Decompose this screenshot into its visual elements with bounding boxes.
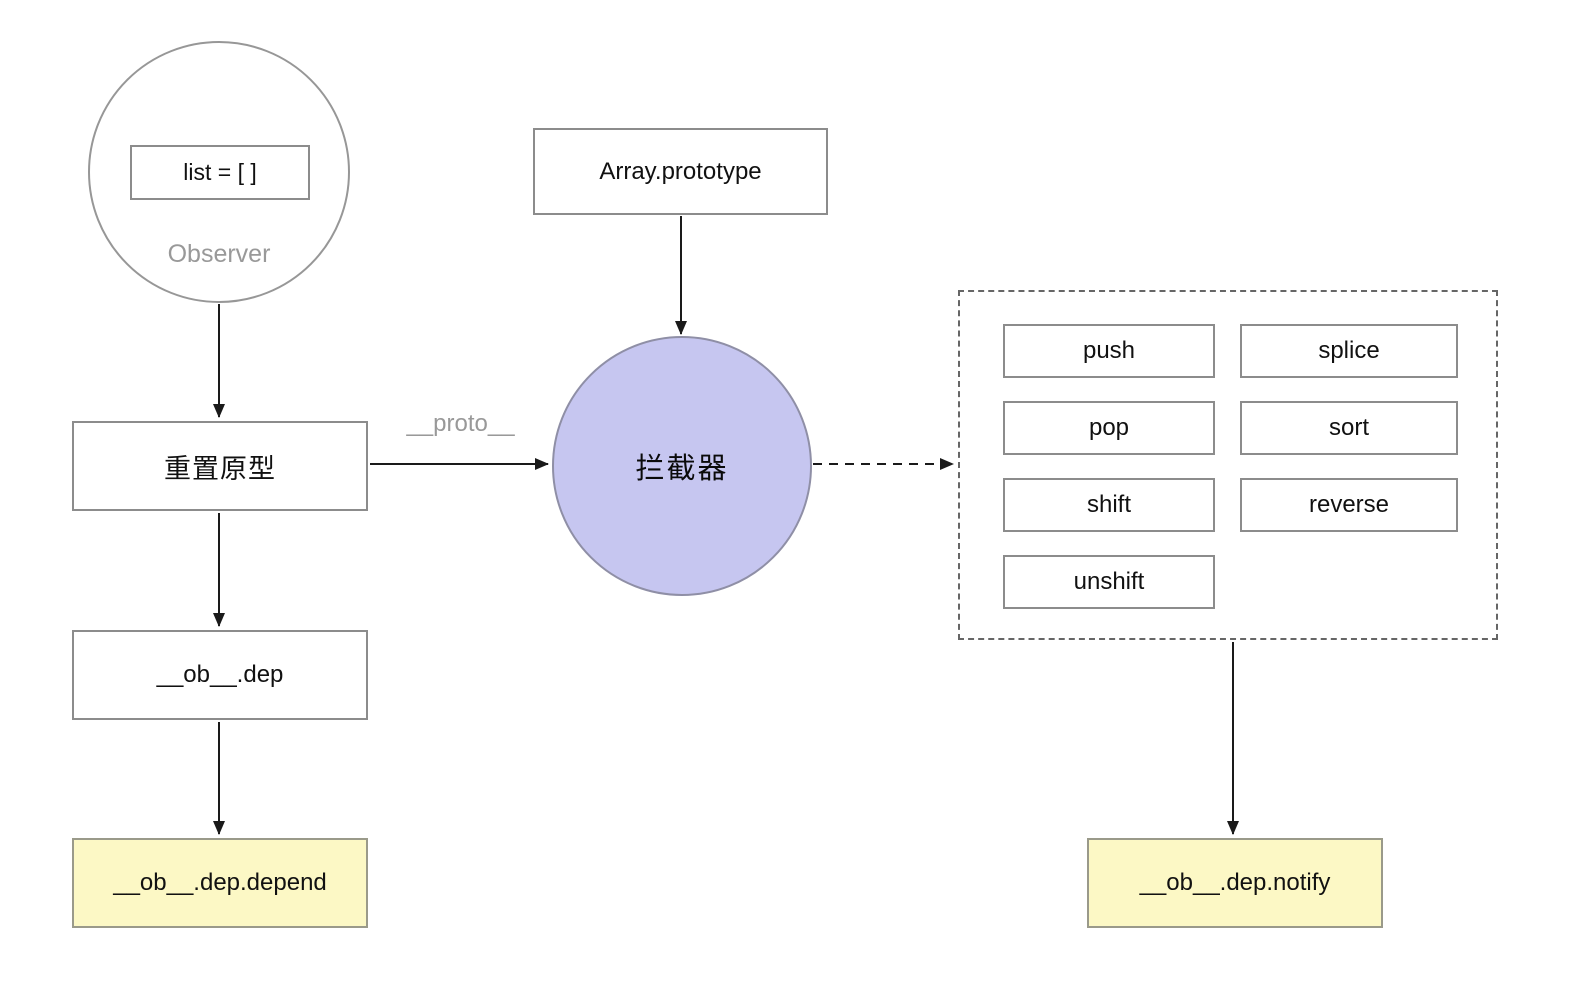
ob-dep-box: __ob__.dep <box>72 630 368 720</box>
method-box-pop: pop <box>1003 401 1215 455</box>
method-box-unshift: unshift <box>1003 555 1215 609</box>
method-box-shift: shift <box>1003 478 1215 532</box>
intercepted-methods-group <box>958 290 1498 640</box>
observer-label: Observer <box>167 240 271 268</box>
method-box-sort: sort <box>1240 401 1458 455</box>
interceptor-circle: 拦截器 <box>552 336 812 596</box>
array-prototype-box: Array.prototype <box>533 128 828 215</box>
method-box-push: push <box>1003 324 1215 378</box>
method-box-splice: splice <box>1240 324 1458 378</box>
ob-dep-depend-box: __ob__.dep.depend <box>72 838 368 928</box>
proto-edge-label: __proto__ <box>406 410 515 437</box>
method-box-reverse: reverse <box>1240 478 1458 532</box>
reset-prototype-box: 重置原型 <box>72 421 368 511</box>
list-value-box: list = [ ] <box>130 145 310 200</box>
ob-dep-notify-box: __ob__.dep.notify <box>1087 838 1383 928</box>
